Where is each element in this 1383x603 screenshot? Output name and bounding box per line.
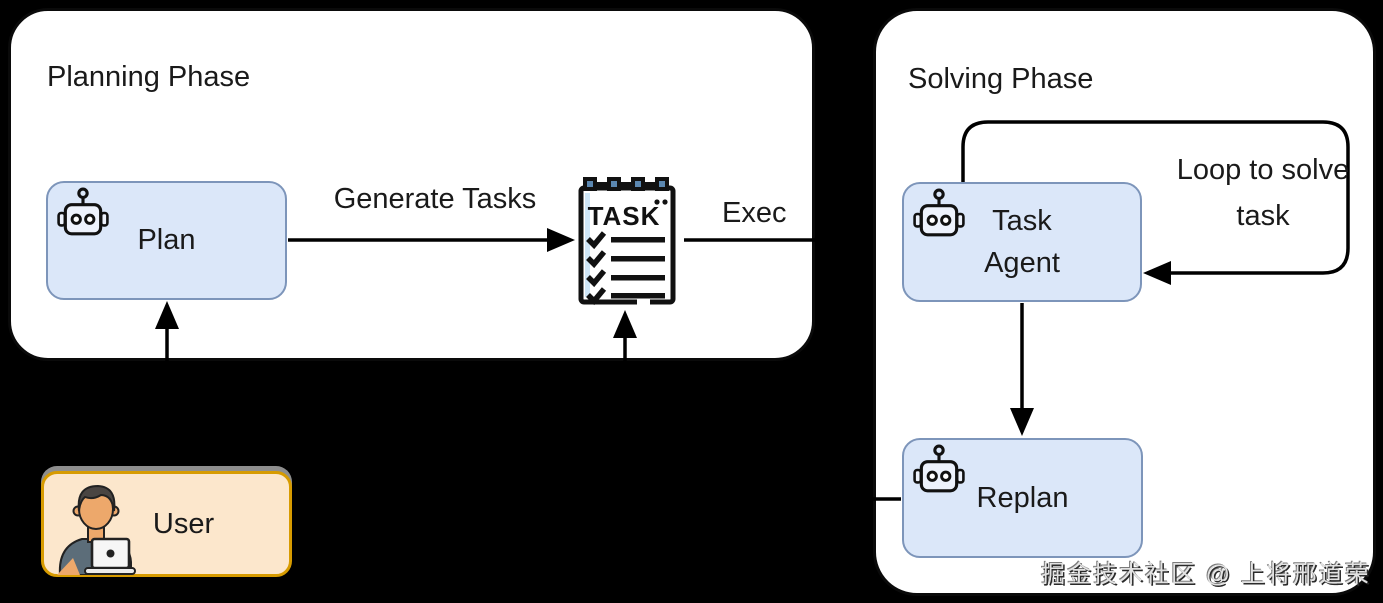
robot-icon <box>57 187 109 236</box>
generate-tasks-label: Generate Tasks <box>333 183 537 215</box>
task-agent-node: Task Agent <box>902 182 1142 302</box>
task-list-icon: TASK <box>578 177 676 306</box>
task-list-title: TASK <box>588 201 661 231</box>
task-agent-label: Task Agent <box>984 205 1060 279</box>
replan-node: Replan <box>902 438 1143 558</box>
robot-icon <box>913 188 965 237</box>
solving-phase-title: Solving Phase <box>908 63 1094 95</box>
user-at-laptop-icon <box>57 484 136 575</box>
user-node: User <box>41 471 292 577</box>
plan-node: Plan <box>46 181 287 300</box>
robot-icon <box>913 444 965 493</box>
plan-label: Plan <box>137 224 196 256</box>
exec-label: Exec <box>722 197 787 229</box>
replan-label: Replan <box>976 481 1069 514</box>
watermark-text: 掘金技术社区 @ 上将邢道荣 <box>1041 561 1371 588</box>
user-label: User <box>152 507 215 540</box>
planning-phase-title: Planning Phase <box>47 61 251 93</box>
loop-label: Loop to solve task <box>1176 154 1350 232</box>
